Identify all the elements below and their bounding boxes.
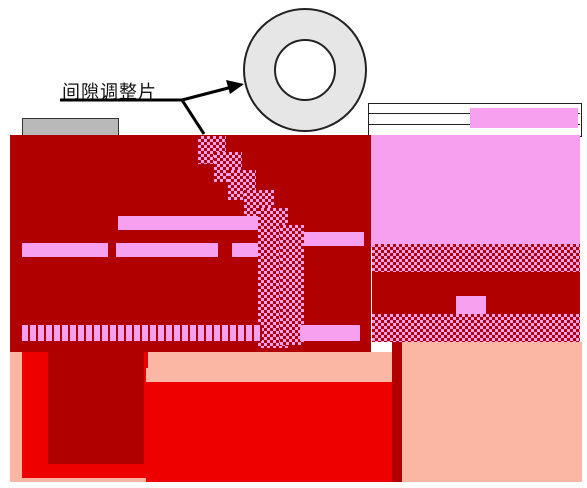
pink-rail-lower-right: [300, 325, 360, 341]
right-check-band: [372, 244, 580, 272]
lower-center-red-block: [146, 382, 392, 482]
lower-right-salmon-block: [402, 342, 582, 482]
pink-rail-middle: [22, 243, 258, 257]
diagonal-band-6: [280, 225, 304, 345]
lower-center-divider: [392, 342, 402, 482]
arrow-to-shim: [181, 84, 237, 102]
callout-label: 间隙调整片: [62, 82, 157, 103]
lower-left-salmon-tab: [146, 368, 394, 382]
shim-washer-figure: [243, 8, 367, 132]
right-top-pink-strip: [470, 108, 578, 128]
right-lower-check: [372, 314, 580, 342]
right-divider-bar: [365, 135, 371, 365]
leader-to-assembly: [180, 99, 206, 135]
right-mid-pink-tab: [456, 296, 486, 314]
arrow-head-icon: [226, 80, 244, 94]
shim-inner-hole: [274, 39, 336, 101]
right-pink-panel: [368, 135, 580, 247]
rail-notch-2: [218, 243, 232, 271]
lower-left-dark-core: [48, 352, 144, 464]
pink-rail-upper: [118, 216, 258, 230]
pink-rail-lower: [22, 325, 262, 341]
rail-notch-1: [108, 243, 116, 257]
pink-rail-short: [304, 232, 364, 246]
